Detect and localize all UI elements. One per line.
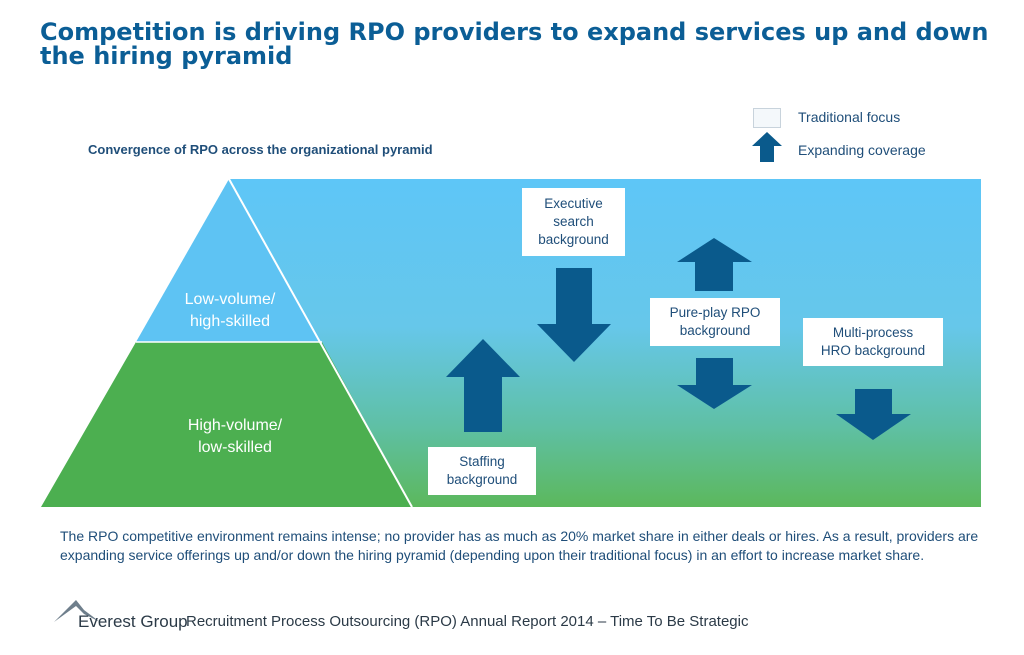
diagram-subtitle: Convergence of RPO across the organizati… xyxy=(88,142,433,157)
legend-up-arrow-icon xyxy=(752,132,782,162)
executive-down-arrow-icon xyxy=(537,268,611,362)
page-title: Competition is driving RPO providers to … xyxy=(40,18,989,70)
executive-search-box: Executive search background xyxy=(522,188,625,256)
pyramid-top-label: Low-volume/ high-skilled xyxy=(184,291,276,330)
footer-brand: Everest Group xyxy=(78,612,188,631)
pyramid-top-tier xyxy=(136,179,322,342)
legend-traditional-swatch xyxy=(753,108,781,128)
hro-down-arrow-icon xyxy=(836,389,911,440)
staffing-up-arrow-icon xyxy=(446,339,520,432)
coverage-band xyxy=(229,179,981,507)
pyramid-bottom-tier xyxy=(41,342,412,507)
summary-text: The RPO competitive environment remains … xyxy=(60,528,979,563)
staffing-box: Staffing background xyxy=(428,447,536,495)
pureplay-up-arrow-icon xyxy=(677,238,752,291)
pure-play-rpo-box: Pure-play RPO background xyxy=(650,298,780,346)
legend-expanding-label: Expanding coverage xyxy=(798,142,926,158)
pureplay-down-arrow-icon xyxy=(677,358,752,409)
multi-process-hro-box: Multi-process HRO background xyxy=(803,318,943,366)
pyramid-bottom-label: High-volume/ low-skilled xyxy=(187,417,283,456)
legend-traditional-label: Traditional focus xyxy=(798,109,901,125)
everest-logo-icon xyxy=(54,600,100,622)
footer-report-title: Recruitment Process Outsourcing (RPO) An… xyxy=(186,613,749,630)
